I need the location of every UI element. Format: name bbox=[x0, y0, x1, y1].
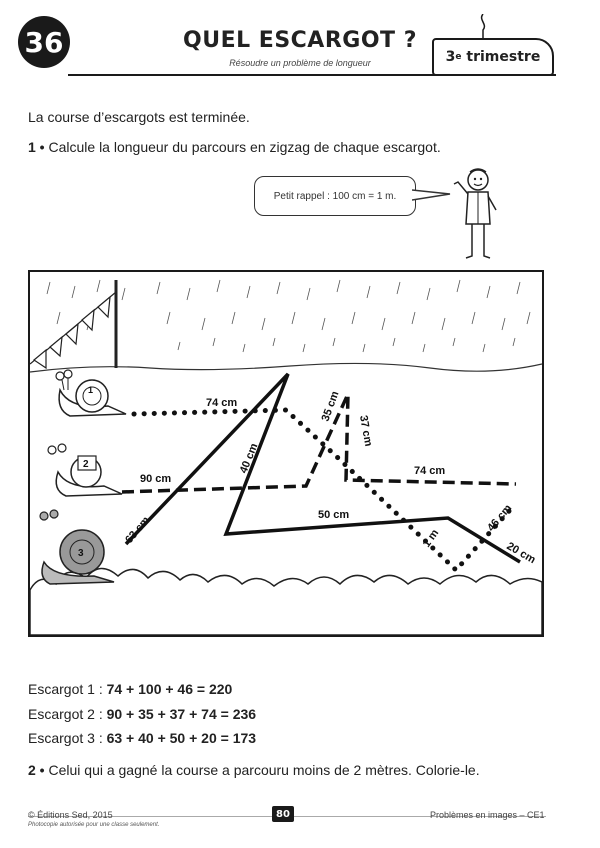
answer-prefix: Escargot 2 : bbox=[28, 706, 107, 722]
path-snail-1 bbox=[131, 407, 513, 574]
trimestre-number: 3 bbox=[445, 49, 456, 65]
bushes bbox=[30, 567, 542, 635]
label-37cm: 37 cm bbox=[357, 414, 374, 447]
reminder-text: Petit rappel : 100 cm = 1 m. bbox=[273, 190, 397, 202]
footer-book-title: Problèmes en images – CE1 bbox=[430, 810, 545, 820]
label-20cm: 20 cm bbox=[505, 540, 538, 566]
footer-photocopy-note: Photocopie autorisée pour une classe seu… bbox=[28, 822, 160, 828]
horizon-line bbox=[30, 362, 542, 373]
question-1: 1 • Calcule la longueur du parcours en z… bbox=[28, 139, 441, 155]
answer-calc: 74 + 100 + 46 = 220 bbox=[106, 681, 233, 697]
label-74cm-b: 74 cm bbox=[414, 465, 445, 477]
answer-snail-2: Escargot 2 : 90 + 35 + 37 + 74 = 236 bbox=[28, 706, 256, 722]
question-2: 2 • Celui qui a gagné la course a parcou… bbox=[28, 762, 480, 778]
tag-string-icon bbox=[480, 14, 486, 40]
snail-3-number: 3 bbox=[78, 548, 84, 559]
question-1-text: Calcule la longueur du parcours en zigza… bbox=[48, 139, 441, 155]
question-2-number: 2 bbox=[28, 762, 36, 778]
label-1m: 1 m bbox=[421, 527, 442, 550]
reminder-speech-bubble: Petit rappel : 100 cm = 1 m. bbox=[254, 176, 416, 216]
answer-prefix: Escargot 3 : bbox=[28, 730, 107, 746]
snail-1: 1 bbox=[55, 369, 127, 417]
snail-race-illustration: 1 2 3 74 cm 35 cm 37 cm 74 cm 90 cm 40 c… bbox=[28, 270, 544, 637]
snail-2: 2 bbox=[47, 443, 123, 497]
label-63cm: 63 cm bbox=[123, 514, 152, 546]
snail-3: 3 bbox=[39, 509, 115, 585]
race-drawing: 1 2 3 74 cm 35 cm 37 cm 74 cm 90 cm 40 c… bbox=[30, 279, 542, 635]
speech-bubble-tail-icon bbox=[412, 189, 451, 201]
page-title: QUEL ESCARGOT ? bbox=[183, 28, 417, 53]
label-46cm: 46 cm bbox=[485, 502, 514, 534]
answer-calc: 90 + 35 + 37 + 74 = 236 bbox=[106, 706, 257, 722]
bunting-flags bbox=[32, 295, 111, 370]
footer-copyright: © Éditions Sed, 2015 bbox=[28, 810, 113, 820]
exercise-number-badge: 36 bbox=[18, 16, 70, 68]
question-bullet: • bbox=[35, 762, 49, 778]
question-2-text: Celui qui a gagné la course a parcouru m… bbox=[48, 762, 480, 778]
path-snail-3 bbox=[124, 372, 521, 564]
answer-prefix: Escargot 1 : bbox=[28, 681, 107, 697]
path-snail-2 bbox=[121, 393, 517, 494]
trimestre-sup: e bbox=[455, 52, 462, 62]
page-number: 80 bbox=[272, 806, 294, 822]
answer-snail-3: Escargot 3 : 63 + 40 + 50 + 20 = 173 bbox=[28, 730, 256, 746]
snail-2-number: 2 bbox=[83, 459, 89, 470]
label-50cm: 50 cm bbox=[318, 509, 349, 521]
question-bullet: • bbox=[35, 139, 49, 155]
intro-text: La course d’escargots est terminée. bbox=[28, 109, 250, 125]
label-90cm: 90 cm bbox=[140, 473, 171, 485]
snail-1-number: 1 bbox=[88, 385, 93, 395]
trimestre-word: trimestre bbox=[466, 49, 541, 65]
answer-calc: 63 + 40 + 50 + 20 = 173 bbox=[106, 730, 257, 746]
question-1-number: 1 bbox=[28, 139, 36, 155]
rain-texture bbox=[46, 279, 531, 353]
label-74cm-a: 74 cm bbox=[206, 397, 237, 409]
page-subtitle: Résoudre un problème de longueur bbox=[229, 58, 371, 68]
answer-snail-1: Escargot 1 : 74 + 100 + 46 = 220 bbox=[28, 681, 232, 697]
header-divider bbox=[68, 74, 556, 76]
teacher-character-icon bbox=[453, 168, 497, 259]
